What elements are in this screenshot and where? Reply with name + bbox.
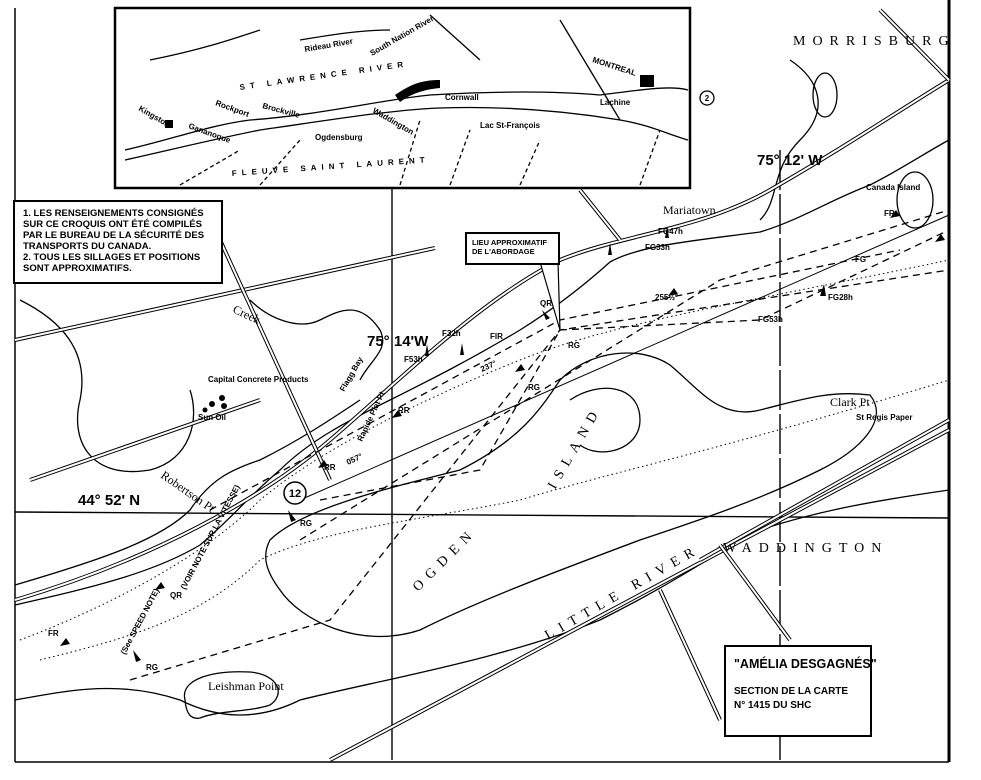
svg-text:FG: FG xyxy=(855,255,866,264)
latitude-label: 44° 52' N xyxy=(78,492,140,509)
svg-text:F53h: F53h xyxy=(404,355,423,364)
svg-text:FR: FR xyxy=(48,629,59,638)
navigation-aids: FG47h FG33h F53h F32h FG28h FG53h FR FG … xyxy=(48,209,945,672)
buoy-12-label: 12 xyxy=(289,488,301,500)
leishman-point-shape xyxy=(183,671,279,719)
svg-text:FG47h: FG47h xyxy=(658,227,683,236)
collision-callout: LIEU APPROXIMATIF DE L'ABORDAGE xyxy=(465,232,560,265)
mariatown-label: Mariatown xyxy=(663,203,716,217)
svg-text:FG33h: FG33h xyxy=(645,243,670,252)
lake-east xyxy=(812,72,838,118)
svg-text:RR: RR xyxy=(398,406,410,415)
robertson-pt-label: Robertson Pt xyxy=(158,468,218,516)
latitude-line xyxy=(14,511,950,519)
north-contour xyxy=(19,259,950,641)
inset-map: MONTREAL Kingston ST LAWRENCE RIVER FLEU… xyxy=(113,6,692,190)
buoy-12-circle xyxy=(283,481,307,505)
speed-note-en: (See SPEED NOTE) xyxy=(119,587,162,656)
shore-detail-west xyxy=(19,299,195,473)
canada-island-shape xyxy=(896,171,934,229)
svg-text:Ogdensburg: Ogdensburg xyxy=(315,133,363,142)
north-shoreline xyxy=(14,139,950,606)
svg-text:Lac St-François: Lac St-François xyxy=(480,121,541,130)
south-contour xyxy=(39,379,950,661)
bearing-057: 057° xyxy=(345,452,364,467)
morrisburg-bay xyxy=(759,59,819,221)
roads xyxy=(14,8,951,762)
vessel-tracks xyxy=(129,209,950,681)
svg-text:QR: QR xyxy=(540,299,552,308)
chart-title-box: "AMÉLIA DESGAGNÉS" SECTION DE LA CARTE N… xyxy=(724,645,877,737)
longitude-east-label: 75° 12' W xyxy=(757,152,823,169)
svg-text:FG28h: FG28h xyxy=(828,293,853,302)
north-shoreline-inner xyxy=(14,399,361,586)
island-label: ISLAND xyxy=(545,404,605,492)
svg-text:FG53h: FG53h xyxy=(758,315,783,324)
svg-text:RR: RR xyxy=(324,463,336,472)
svg-text:FR: FR xyxy=(884,209,895,218)
morrisburg-label: MORRISBURG xyxy=(793,34,956,49)
sun-oil-label: Sun Oil xyxy=(198,413,226,422)
note-1: 1. LES RENSEIGNEMENTS CONSIGNÉS SUR CE C… xyxy=(23,208,205,252)
svg-text:F32h: F32h xyxy=(442,329,461,338)
clark-pt-label: Clark Pt xyxy=(830,395,870,409)
canada-island-label: Canada Island xyxy=(866,183,920,192)
longitude-west-label: 75° 14'W xyxy=(367,333,429,350)
svg-text:Lachine: Lachine xyxy=(600,98,631,107)
ogden-island-outline xyxy=(265,352,877,638)
svg-text:RG: RG xyxy=(146,663,158,672)
bearing-255: 255½° xyxy=(655,293,678,302)
svg-text:RG: RG xyxy=(300,519,312,528)
svg-text:Cornwall: Cornwall xyxy=(445,93,479,102)
vessel-name: "AMÉLIA DESGAGNÉS" xyxy=(734,657,877,671)
shore-detail-creek xyxy=(249,299,384,381)
flagg-bay-label: Flagg Bay xyxy=(338,355,365,393)
ogden-label: OGDEN xyxy=(410,525,480,595)
tank-markers xyxy=(202,395,227,413)
chart-section-line1: SECTION DE LA CARTE xyxy=(734,686,849,697)
note-2: 2. TOUS LES SILLAGES ET POSITIONS SONT A… xyxy=(23,252,201,274)
capital-concrete-label: Capital Concrete Products xyxy=(208,375,309,384)
chart-section-line2: N° 1415 DU SHC xyxy=(734,700,812,711)
callout-pointer xyxy=(539,261,561,331)
south-shoreline xyxy=(14,489,950,716)
route-2-label: 2 xyxy=(705,94,710,103)
waddington-label: WADDINGTON xyxy=(723,541,888,556)
svg-text:FlR: FlR xyxy=(490,332,503,341)
bearing-237: 237° xyxy=(479,359,498,374)
route-2-circle xyxy=(699,90,715,106)
ogden-island-inner xyxy=(569,387,641,453)
st-regis-label: St Regis Paper xyxy=(856,413,912,422)
svg-text:RG: RG xyxy=(568,341,580,350)
svg-text:RG: RG xyxy=(528,383,540,392)
channel-line xyxy=(299,214,950,501)
creek-label: Creek xyxy=(231,302,263,327)
notes-box: 1. LES RENSEIGNEMENTS CONSIGNÉS SUR CE C… xyxy=(13,200,223,284)
leishman-point-label: Leishman Point xyxy=(208,679,284,693)
svg-text:QR: QR xyxy=(170,591,182,600)
